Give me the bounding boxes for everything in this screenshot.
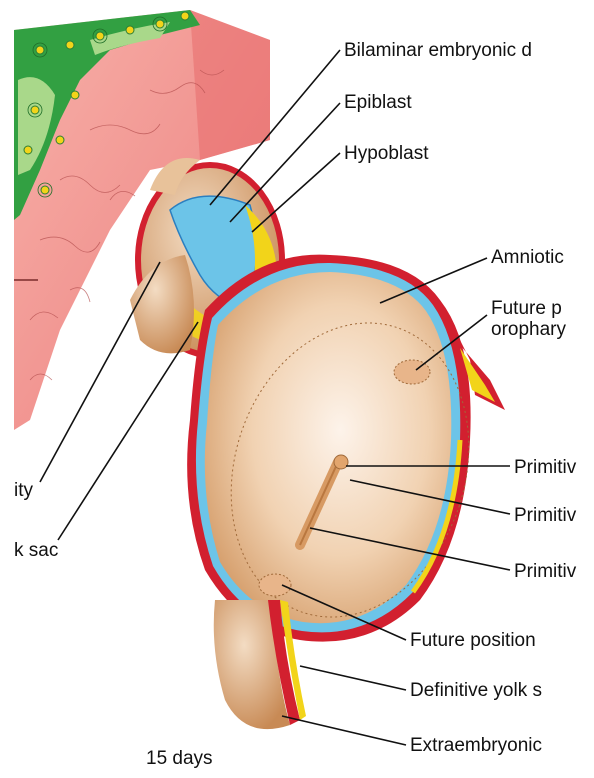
label-future-position: Future position bbox=[410, 630, 536, 651]
label-future-oropharyngeal-line1: Future p bbox=[491, 298, 562, 319]
main-sac bbox=[187, 255, 506, 649]
label-future-oropharyngeal-line2: orophary bbox=[491, 319, 566, 340]
label-left-cavity: ity bbox=[14, 480, 33, 501]
label-definitive-yolk-sac: Definitive yolk s bbox=[410, 680, 542, 701]
label-primitive-node: Primitiv bbox=[514, 457, 576, 478]
label-primitive-groove: Primitiv bbox=[514, 505, 576, 526]
label-bilaminar-disc: Bilaminar embryonic d bbox=[344, 40, 532, 61]
label-primitive-streak: Primitiv bbox=[514, 561, 576, 582]
label-epiblast: Epiblast bbox=[344, 92, 412, 113]
figure-caption: 15 days bbox=[146, 748, 213, 770]
label-extraembryonic: Extraembryonic bbox=[410, 735, 542, 756]
label-hypoblast: Hypoblast bbox=[344, 143, 429, 164]
label-amniotic: Amniotic bbox=[491, 247, 564, 268]
label-left-yolk-sac: k sac bbox=[14, 540, 58, 561]
